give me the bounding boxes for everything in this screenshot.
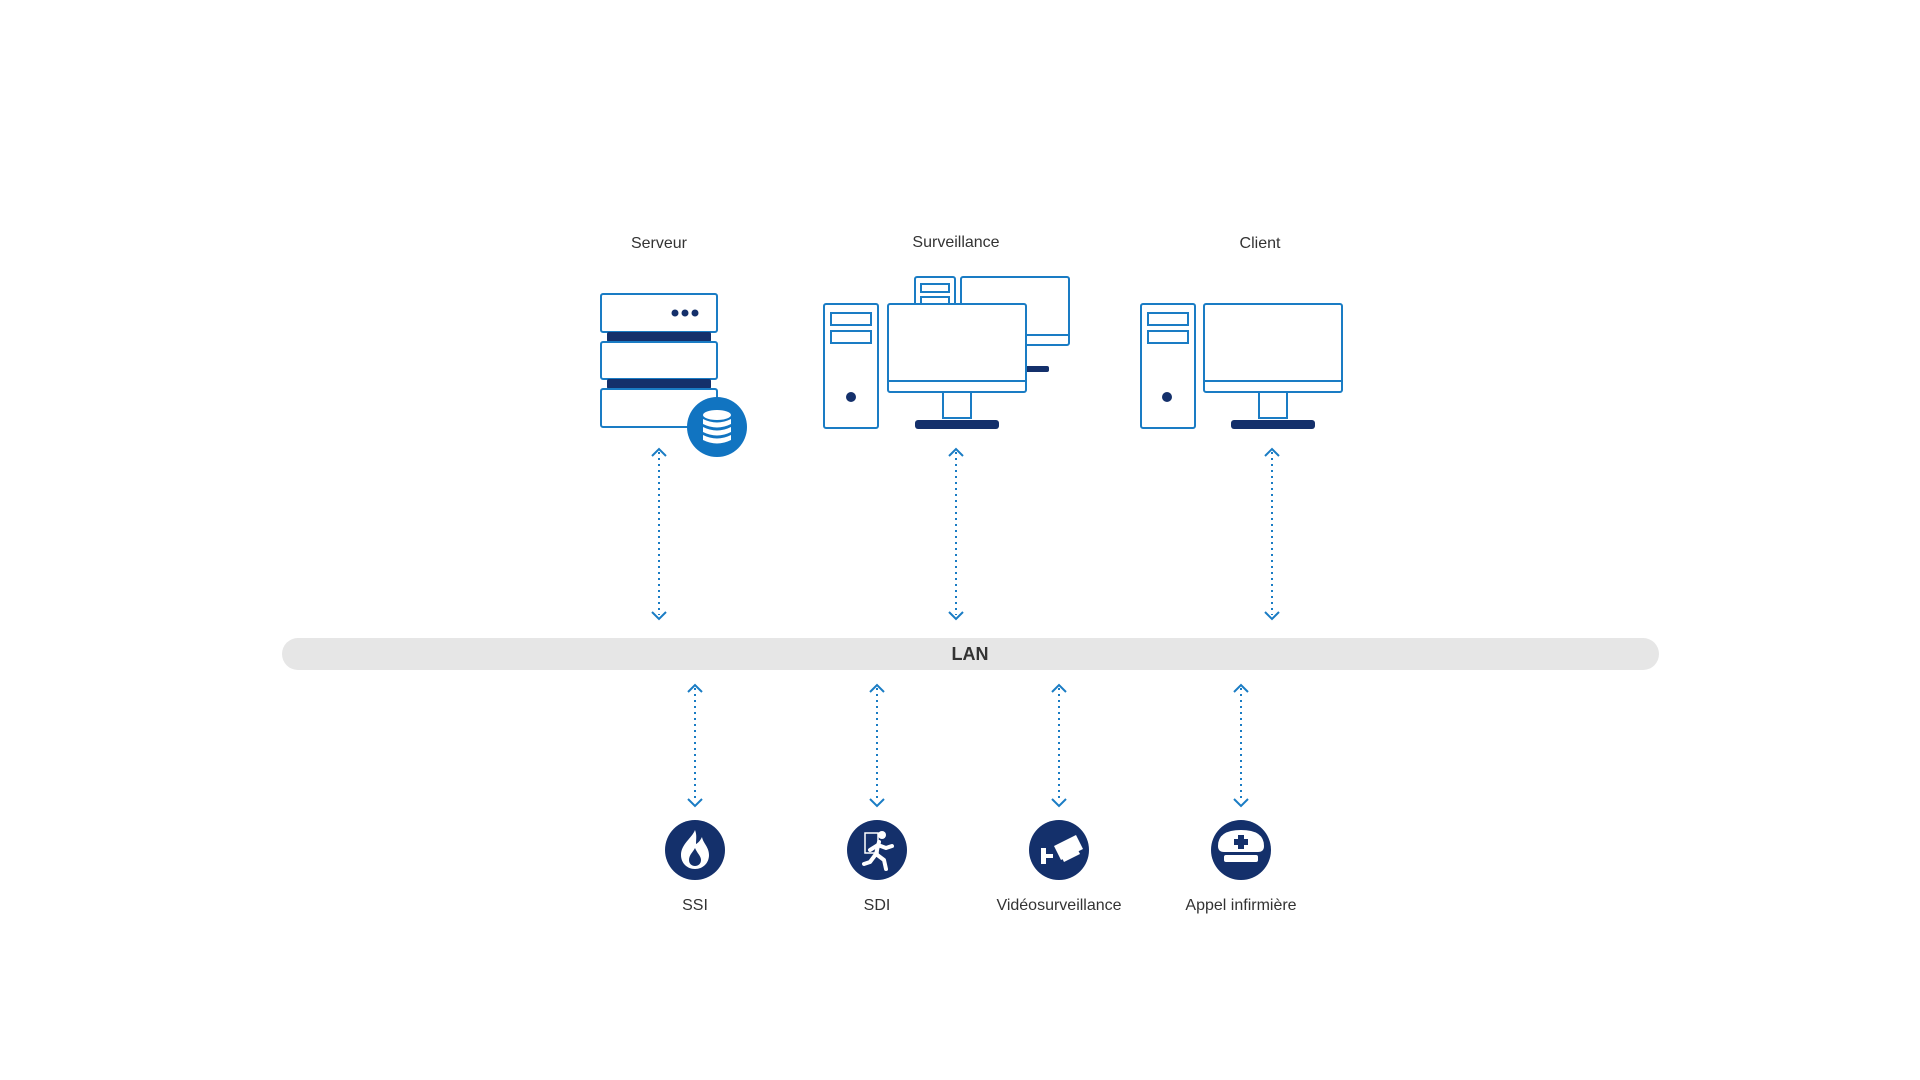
emergency-exit-runner-icon xyxy=(847,820,907,880)
cctv-camera-icon xyxy=(1029,820,1089,880)
server-database-icon xyxy=(600,293,718,428)
lan-bus xyxy=(282,638,1659,670)
connector-server-lan xyxy=(651,447,667,621)
node-label-sdi: SDI xyxy=(863,897,891,914)
connector-lan-sdi xyxy=(869,683,885,808)
node-label-surveillance: Surveillance xyxy=(912,234,1000,251)
connector-lan-ssi xyxy=(687,683,703,808)
connector-lan-video xyxy=(1051,683,1067,808)
fire-icon xyxy=(665,820,725,880)
nurse-cap-icon xyxy=(1211,820,1271,880)
node-label-nurse: Appel infirmière xyxy=(1185,897,1297,914)
connector-surveillance-lan xyxy=(948,447,964,621)
lan-label: LAN xyxy=(951,644,989,664)
node-label-client: Client xyxy=(1239,235,1281,252)
multi-workstation-icon xyxy=(823,276,1070,429)
node-label-ssi: SSI xyxy=(682,897,708,914)
connector-client-lan xyxy=(1264,447,1280,621)
workstation-icon xyxy=(1140,303,1343,429)
connector-lan-nurse xyxy=(1233,683,1249,808)
node-label-video: Vidéosurveillance xyxy=(996,897,1122,914)
database-icon xyxy=(687,397,747,457)
node-label-server: Serveur xyxy=(630,235,688,252)
